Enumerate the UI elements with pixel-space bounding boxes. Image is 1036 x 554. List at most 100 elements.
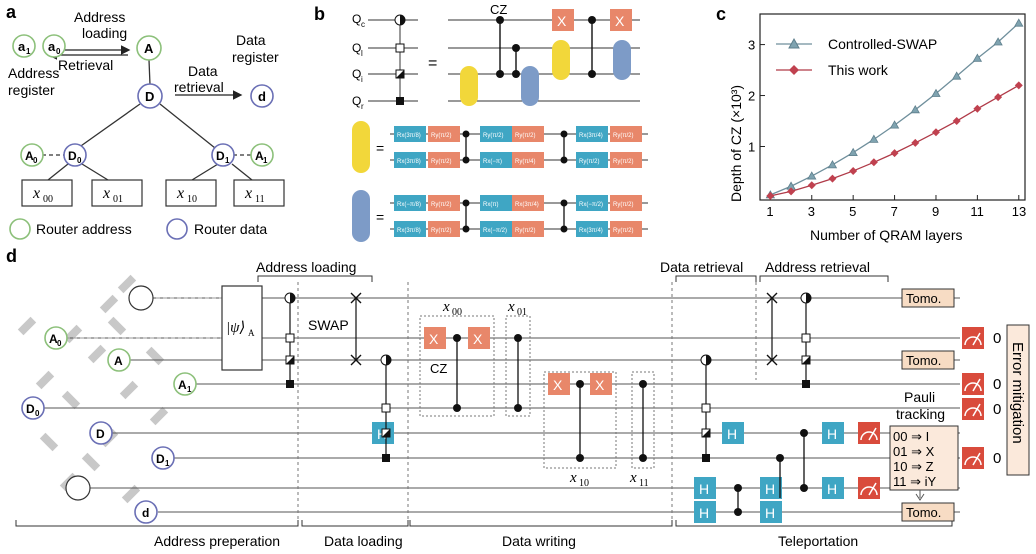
rotation-gate-label: Rx(3π/4) bbox=[515, 202, 539, 208]
svg-text:D: D bbox=[156, 452, 165, 466]
svg-text:0: 0 bbox=[77, 156, 82, 165]
svg-text:X: X bbox=[557, 13, 567, 29]
svg-text:Q: Q bbox=[352, 41, 361, 55]
h-gate-t5: H bbox=[822, 422, 844, 444]
cz-t3 bbox=[776, 454, 784, 498]
node-D1-d bbox=[151, 446, 175, 470]
rotation-gate-label: Ry(π/2) bbox=[515, 133, 535, 139]
blue-legend-block bbox=[352, 190, 370, 242]
cz-gate-3 bbox=[588, 16, 596, 78]
data-point-cswap bbox=[931, 88, 941, 97]
decomposition-wires bbox=[448, 19, 640, 102]
x-gate-2: X bbox=[610, 9, 632, 31]
data-point-cswap bbox=[951, 71, 962, 80]
x10-label: x bbox=[569, 470, 577, 486]
data-point-this-work bbox=[973, 104, 982, 113]
cz-gate-1 bbox=[496, 16, 504, 78]
legend-router-address: Router address bbox=[36, 221, 132, 237]
psi-state-box: |ψ⟩ A bbox=[221, 285, 263, 371]
cz-d2 bbox=[514, 334, 522, 412]
y-tick-label: 2 bbox=[748, 89, 755, 104]
svg-text:Q: Q bbox=[352, 94, 361, 108]
tomo-box-3: Tomo. bbox=[901, 502, 955, 522]
legend-triangle-icon bbox=[788, 37, 800, 49]
x11-writing-box bbox=[631, 371, 655, 469]
data-point-this-work bbox=[807, 181, 816, 190]
rotation-gate bbox=[480, 152, 512, 168]
legend-router-data-icon bbox=[166, 218, 188, 240]
cswap-compact-gate bbox=[368, 19, 418, 102]
node-A0-d bbox=[44, 326, 68, 350]
wire-leads bbox=[66, 297, 222, 339]
svg-text:01: 01 bbox=[113, 194, 123, 205]
data-point-this-work bbox=[787, 187, 796, 196]
rotation-gate-label: Ry(π/2) bbox=[431, 159, 451, 165]
y-tick-label: 3 bbox=[748, 38, 755, 53]
svg-text:0: 0 bbox=[993, 376, 1001, 393]
rotation-gate bbox=[428, 152, 460, 168]
cswap-control-2 bbox=[380, 354, 392, 462]
rotation-gate-label: Ry(π/2) bbox=[431, 133, 451, 139]
tomo-box-2: Tomo. bbox=[901, 350, 955, 370]
rotation-gate bbox=[428, 221, 460, 237]
y-tick-label: 1 bbox=[748, 139, 755, 154]
data-point-this-work bbox=[869, 158, 878, 167]
address-retrieval-title: Address retrieval bbox=[765, 259, 870, 275]
data-point-cswap bbox=[993, 37, 1003, 46]
rotation-gate bbox=[480, 126, 512, 142]
rotation-gate-label: Rx(−π/2) bbox=[579, 202, 603, 208]
yellow-block-2 bbox=[552, 40, 570, 80]
x-tick-label: 9 bbox=[932, 204, 939, 219]
blue-block bbox=[521, 66, 539, 106]
data-point-this-work bbox=[994, 93, 1003, 102]
svg-text:0: 0 bbox=[993, 330, 1001, 347]
svg-text:X: X bbox=[553, 377, 563, 393]
cz-d4 bbox=[639, 380, 647, 462]
rotation-gate bbox=[576, 126, 608, 142]
rotation-gate-label: Ry(π/2) bbox=[579, 159, 599, 165]
node-a0: a 0 bbox=[42, 34, 66, 58]
svg-text:0: 0 bbox=[33, 156, 38, 165]
svg-text:D: D bbox=[145, 89, 154, 104]
node-D: D bbox=[137, 83, 163, 109]
x00-label: x bbox=[442, 299, 450, 315]
rotation-gate bbox=[394, 152, 426, 168]
data-register-label: Data register bbox=[232, 32, 279, 65]
cz-label: CZ bbox=[490, 2, 507, 17]
node-D-d bbox=[89, 421, 113, 445]
chart-legend: Controlled-SWAP This work bbox=[776, 36, 937, 78]
rotation-gate-label: Ry(π/4) bbox=[515, 159, 535, 165]
rotation-gate bbox=[512, 152, 544, 168]
data-point-this-work bbox=[849, 166, 858, 175]
svg-text:0: 0 bbox=[993, 401, 1001, 418]
meter-icon-3 bbox=[962, 327, 984, 349]
panel-d: d bbox=[6, 246, 1030, 549]
svg-text:H: H bbox=[699, 505, 709, 521]
rotation-gate bbox=[576, 152, 608, 168]
svg-text:1: 1 bbox=[263, 156, 268, 165]
svg-text:01 ⇒ X: 01 ⇒ X bbox=[893, 444, 935, 459]
svg-text:X: X bbox=[615, 13, 625, 29]
data-retrieval-title: Data retrieval bbox=[660, 259, 743, 275]
node-A1: A 1 bbox=[250, 143, 274, 167]
svg-text:H: H bbox=[699, 481, 709, 497]
svg-text:Tomo.: Tomo. bbox=[906, 505, 941, 520]
svg-text:A: A bbox=[178, 378, 187, 392]
cz-t2 bbox=[800, 429, 808, 492]
svg-text:00: 00 bbox=[43, 194, 53, 205]
swap-gate bbox=[350, 292, 362, 366]
svg-text:|ψ⟩: |ψ⟩ bbox=[226, 320, 245, 336]
x-gate-d3: X bbox=[548, 373, 570, 395]
svg-text:0: 0 bbox=[993, 450, 1001, 467]
data-point-cswap bbox=[848, 147, 858, 157]
data-point-cswap bbox=[869, 134, 879, 143]
leaf-x10: x 10 bbox=[165, 179, 217, 207]
data-point-cswap bbox=[1014, 18, 1024, 27]
svg-text:A: A bbox=[114, 354, 123, 368]
rotation-gate-label: Ry(π/2) bbox=[613, 228, 633, 234]
tomo-box-1: Tomo. bbox=[901, 288, 955, 308]
rotation-gate bbox=[394, 221, 426, 237]
svg-text:i: i bbox=[361, 75, 363, 84]
